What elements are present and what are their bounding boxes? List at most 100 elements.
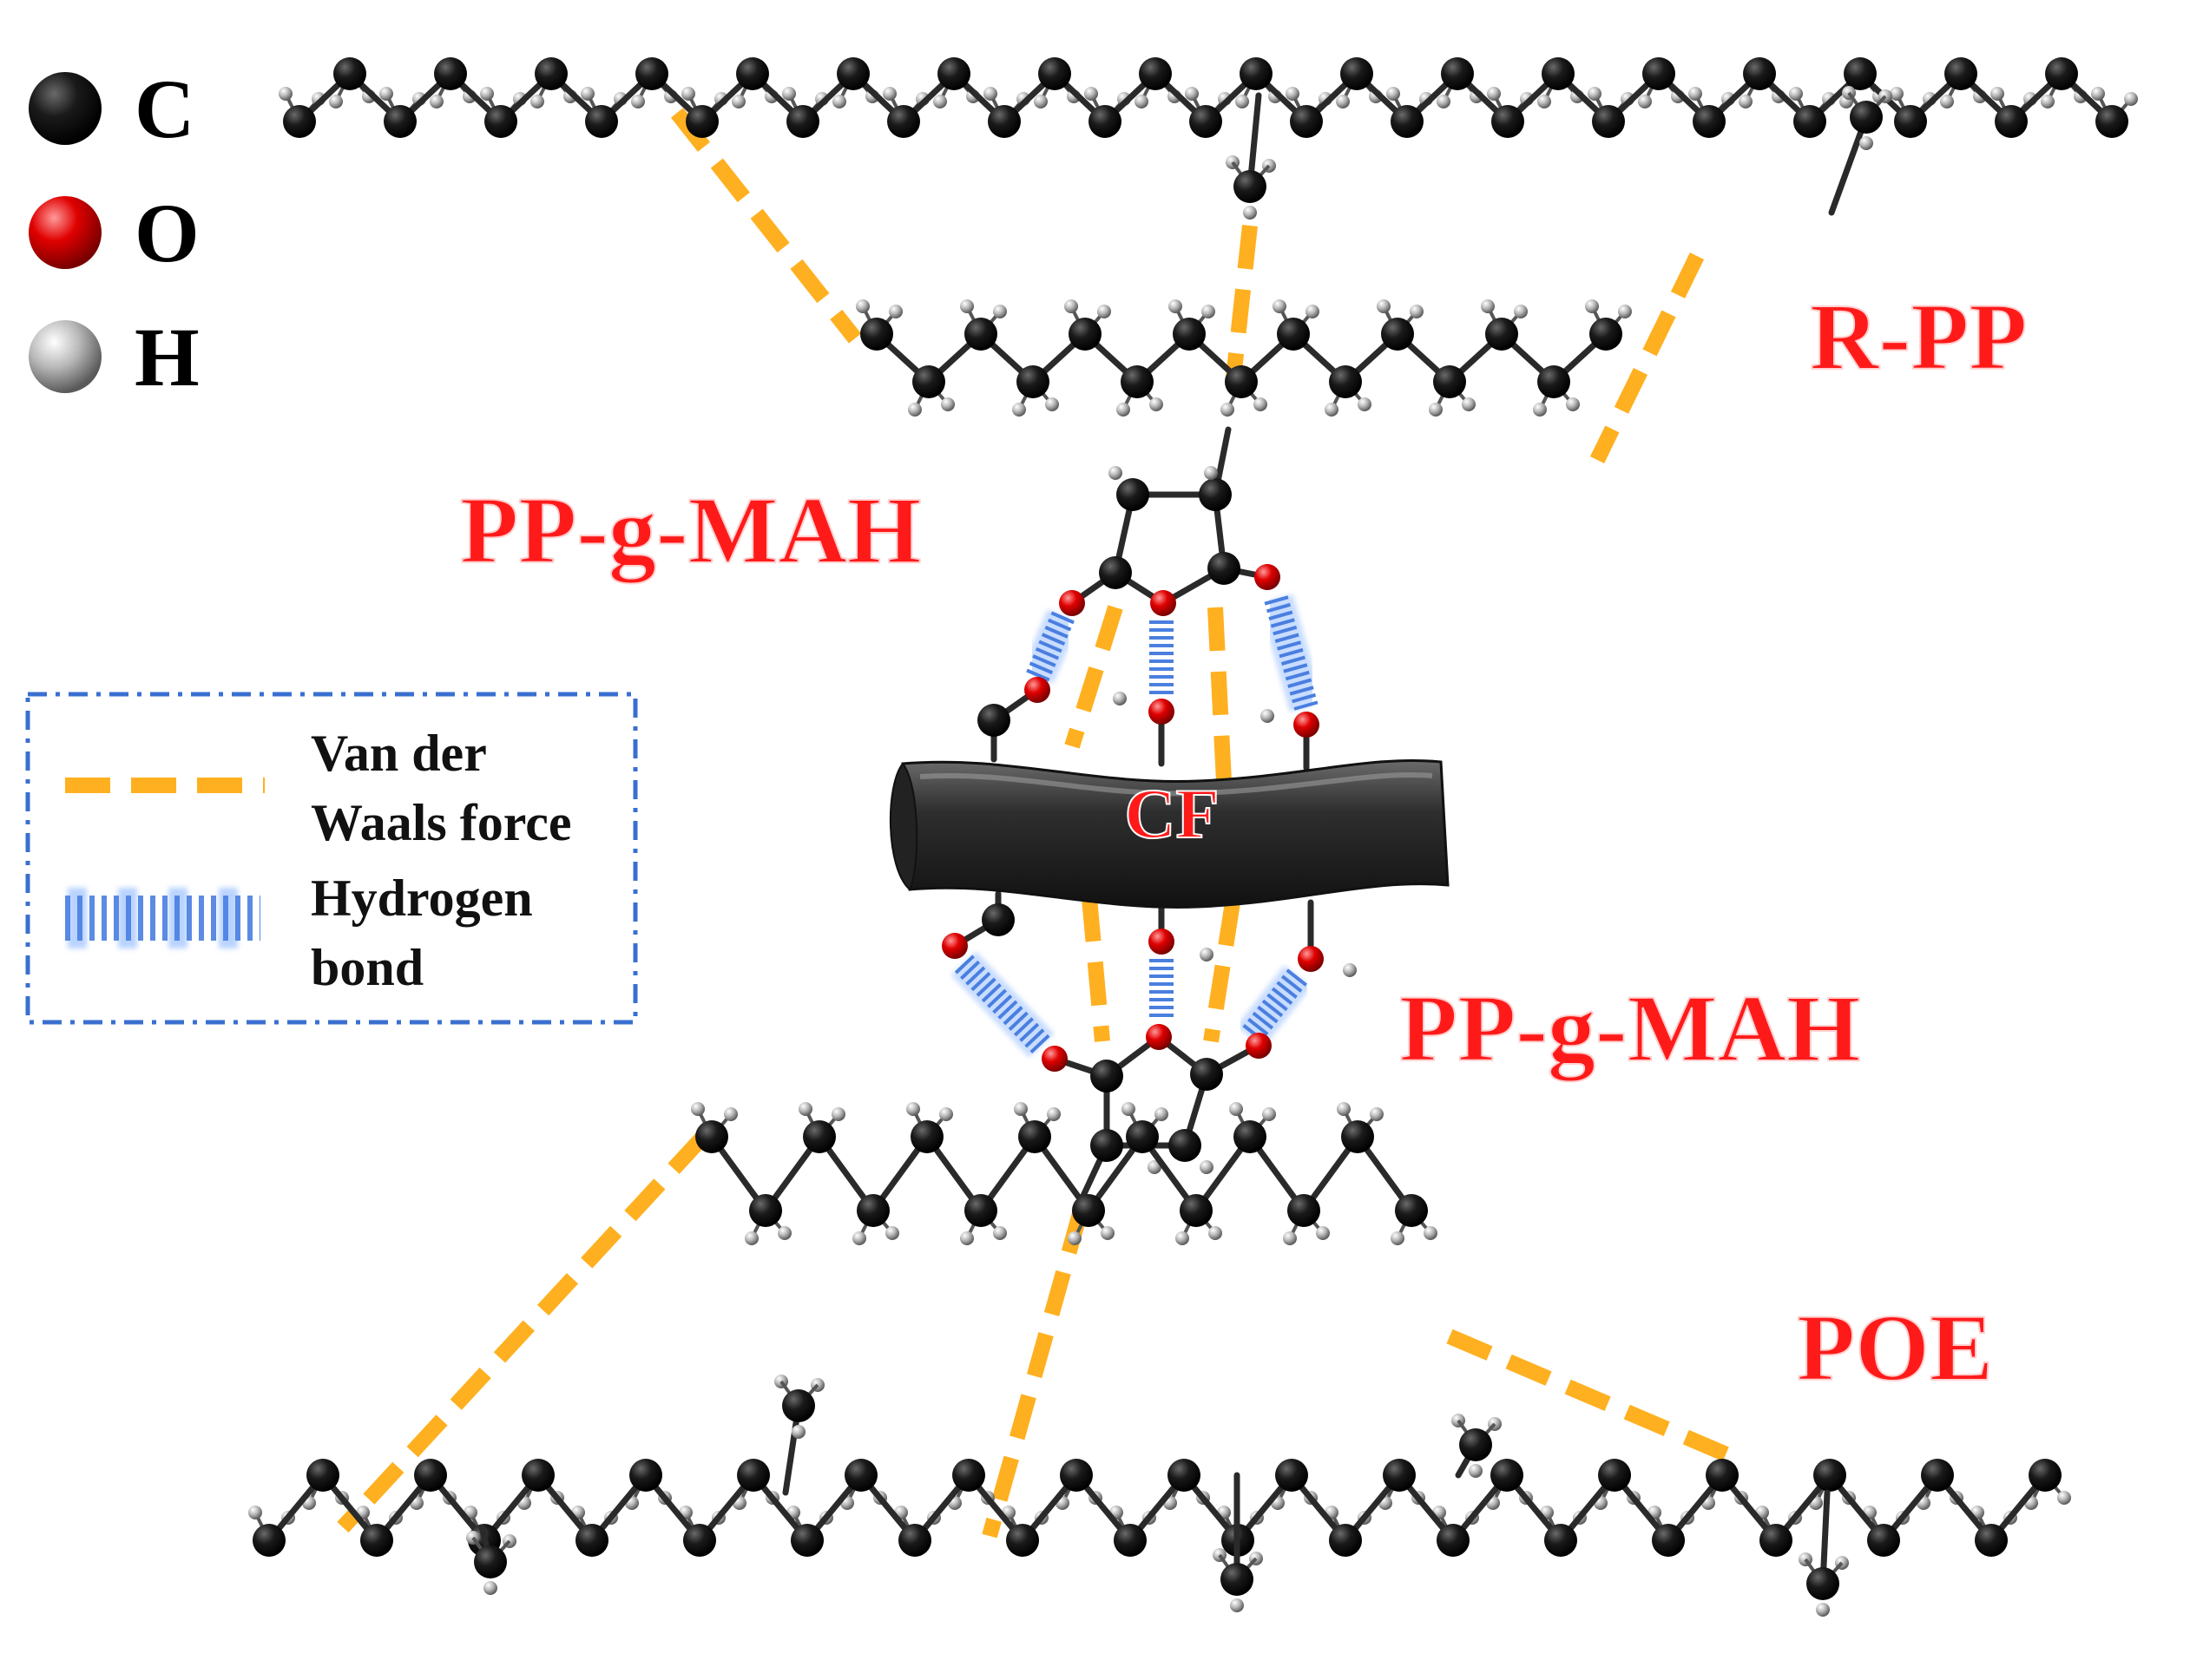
carbon-atom: [1038, 57, 1071, 90]
carbon-atom: [1652, 1524, 1685, 1557]
carbon-atom: [1225, 365, 1258, 398]
carbon-atom: [1491, 105, 1524, 138]
hbond-hatched-line: [1026, 611, 1075, 682]
oxygen-atom: [1150, 590, 1176, 616]
carbon-atom: [898, 1524, 931, 1557]
hydrogen-atom: [1101, 1226, 1115, 1240]
hydrogen-atom: [1325, 403, 1338, 417]
hydrogen-atom: [933, 95, 947, 108]
hydrogen-atom: [2041, 95, 2055, 108]
hydrogen-atom: [1262, 1107, 1276, 1121]
poe-label: POE: [1797, 1295, 1993, 1401]
hydrogen-atom: [2091, 87, 2105, 101]
molecular-chains: [248, 57, 2138, 1617]
oxygen-atom: [1254, 564, 1280, 590]
hydrogen-atom: [1462, 397, 1476, 411]
carbon-atom: [737, 1459, 770, 1492]
carbon-atom: [845, 1459, 878, 1492]
hydrogen-atom: [960, 1231, 974, 1245]
carbon-atom: [1016, 365, 1049, 398]
vdw-label-line2: Waals force: [311, 794, 572, 851]
carbon-atom: [1642, 57, 1675, 90]
vdw-dashed-line: [670, 108, 862, 344]
carbon-atom: [1126, 1120, 1159, 1153]
hydrogen-symbol: H: [135, 311, 200, 404]
carbon-atom: [2045, 57, 2078, 90]
hydrogen-atom: [480, 87, 494, 101]
carbon-atom: [695, 1120, 728, 1153]
hydrogen-atom: [1235, 95, 1249, 108]
carbon-atom: [635, 57, 668, 90]
hydrogen-atom: [1220, 403, 1234, 417]
hydrogen-atom: [1097, 305, 1111, 318]
hydrogen-atom: [939, 1107, 953, 1121]
hydrogen-atom: [1377, 299, 1391, 313]
carbon-atom: [1173, 318, 1206, 351]
carbon-atom: [977, 704, 1010, 737]
hydrogen-atom: [1200, 1160, 1213, 1174]
hydrogen-atom: [329, 95, 343, 108]
carbon-atom: [1090, 1060, 1123, 1093]
hydrogen-atom: [885, 1226, 899, 1240]
carbon-atom: [988, 105, 1021, 138]
hydrogen-atom: [530, 95, 544, 108]
hydrogen-atom: [993, 305, 1007, 318]
carbon-atom: [803, 1120, 836, 1153]
carbon-atom: [683, 1524, 716, 1557]
poe-chain: [248, 1459, 2071, 1557]
carbon-atom: [1233, 170, 1266, 203]
carbon-atom: [782, 1389, 815, 1422]
hydrogen-atom: [1514, 305, 1528, 318]
hydrogen-atom: [1200, 948, 1213, 961]
carbon-atom: [1995, 105, 2028, 138]
carbon-atom: [306, 1459, 339, 1492]
oxygen-atom: [1146, 1024, 1172, 1050]
hydrogen-atom: [2124, 92, 2138, 106]
carbon-atom: [1921, 1459, 1954, 1492]
carbon-atom: [1459, 1428, 1492, 1461]
hydrogen-atom: [1940, 95, 1954, 108]
hydrogen-atom: [1134, 95, 1148, 108]
carbon-atom: [964, 1194, 997, 1227]
hbond-hatched-line: [1240, 968, 1308, 1045]
carbon-atom-icon: [29, 72, 102, 145]
carbon-atom: [749, 1194, 782, 1227]
vdw-dashed-line: [1064, 605, 1123, 749]
carbon-atom: [1090, 1129, 1123, 1162]
hydrogen-atom: [993, 1226, 1007, 1240]
carbon-atom: [474, 1545, 507, 1578]
vdw-dashed-line: [1446, 1329, 1748, 1470]
carbon-atom: [786, 105, 819, 138]
hydrogen-atom: [1208, 1226, 1222, 1240]
carbon-atom: [1433, 365, 1466, 398]
hydrogen-atom: [1336, 95, 1350, 108]
carbon-fiber: CF: [889, 758, 1450, 909]
hydrogen-atom: [983, 87, 997, 101]
carbon-atom: [1060, 1459, 1093, 1492]
carbon-atom: [982, 903, 1015, 936]
carbon-atom: [434, 57, 467, 90]
carbon-atom: [1544, 1524, 1577, 1557]
hydrogen-atom: [1316, 1226, 1330, 1240]
hydrogen-atom: [1391, 1231, 1404, 1245]
hydrogen-atom: [1034, 95, 1048, 108]
hydrogen-atom: [1185, 87, 1199, 101]
carbon-atom: [1806, 1567, 1839, 1600]
hydrogen-atom: [1585, 299, 1599, 313]
poe-branch-4: [1799, 1489, 1849, 1617]
hydrogen-atom: [1343, 963, 1357, 977]
bond: [1828, 114, 1870, 216]
hydrogen-atom: [1386, 87, 1400, 101]
oxygen-atom: [1148, 699, 1174, 725]
hydrogen-atom: [799, 1102, 812, 1116]
hbond-hatched-line: [1264, 595, 1319, 711]
carbon-atom: [1088, 105, 1121, 138]
hydrogen-atom: [1230, 1598, 1244, 1612]
hydrogen-atom: [1175, 1231, 1189, 1245]
carbon-atom: [253, 1524, 286, 1557]
carbon-atom: [1275, 1459, 1308, 1492]
carbon-atom: [1116, 478, 1149, 511]
vdw-dashed-line: [337, 1131, 709, 1533]
oxygen-atom: [1298, 946, 1324, 972]
poe-branch-2: [1213, 1472, 1263, 1612]
